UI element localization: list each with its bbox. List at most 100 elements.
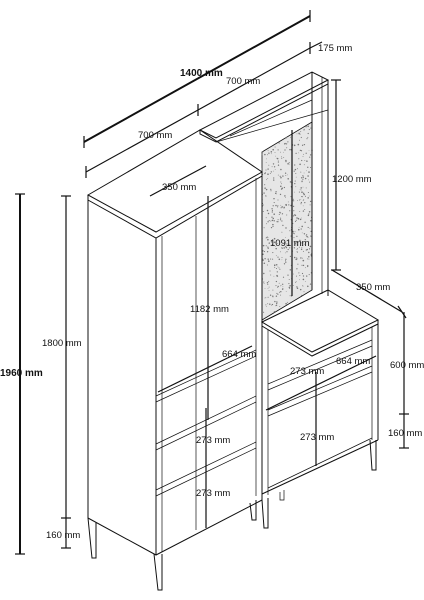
mirror-speckle [277, 219, 279, 221]
mirror-speckle [292, 230, 294, 233]
label-total-width: 1400 mm [180, 68, 223, 79]
mirror-speckle [303, 153, 305, 155]
mirror-speckle [300, 187, 302, 189]
mirror-speckle [279, 211, 281, 214]
mirror-speckle [302, 278, 305, 281]
mirror-speckle [262, 151, 264, 153]
mirror-speckle [263, 281, 265, 282]
mirror-speckle [295, 275, 298, 277]
label-right-depth: 350 mm [356, 282, 390, 293]
mirror-speckle [280, 204, 282, 206]
mirror-speckle [265, 188, 268, 191]
mirror-speckle [295, 243, 297, 245]
mirror-speckle [289, 230, 291, 232]
mirror-speckle [286, 143, 288, 145]
mirror-speckle [296, 252, 298, 254]
mirror-speckle [296, 244, 298, 246]
mirror-speckle [274, 169, 276, 170]
mirror-speckle [277, 286, 278, 288]
mirror-speckle [272, 205, 274, 207]
mirror-speckle [283, 186, 286, 189]
mirror-speckle [300, 133, 301, 135]
mirror-speckle [300, 257, 302, 259]
mirror-speckle [267, 246, 269, 248]
mirror-speckle [307, 236, 309, 238]
mirror-speckle [280, 168, 282, 171]
mirror-speckle [278, 267, 280, 269]
mirror-speckle [280, 181, 282, 183]
mirror-speckle [293, 170, 295, 172]
mirror-speckle [281, 157, 283, 159]
mirror-speckle [299, 163, 301, 166]
mirror-speckle [275, 267, 278, 270]
mirror-speckle [278, 142, 280, 144]
mirror-speckle [272, 223, 274, 226]
mirror-speckle [298, 228, 300, 231]
mirror-speckle [270, 171, 272, 173]
mirror-speckle [300, 177, 303, 179]
mirror-speckle [274, 151, 276, 153]
mirror-speckle [296, 248, 299, 250]
mirror-speckle [302, 199, 304, 201]
mirror-speckle [267, 247, 269, 249]
mirror-speckle [307, 266, 309, 268]
mirror-speckle [296, 168, 298, 170]
mirror-speckle [296, 258, 298, 260]
mirror-speckle [268, 260, 270, 261]
mirror-speckle [296, 235, 298, 238]
mirror-speckle [281, 247, 283, 248]
mirror-speckle [273, 220, 275, 222]
mirror-speckle [277, 266, 279, 268]
mirror-speckle [296, 286, 298, 288]
mirror-speckle [272, 170, 274, 172]
mirror-speckle [287, 274, 289, 276]
mirror-speckle [276, 274, 278, 277]
mirror-speckle [308, 211, 311, 213]
mirror-speckle [296, 217, 298, 219]
mirror-speckle [270, 274, 272, 276]
mirror-speckle [295, 172, 297, 174]
mirror-speckle [288, 287, 291, 289]
mirror-speckle [265, 304, 267, 306]
label-cabinet-height: 600 mm [390, 360, 424, 371]
mirror-speckle [275, 193, 277, 195]
mirror-speckle [273, 197, 275, 200]
mirror-speckle [294, 168, 297, 171]
mirror-speckle [267, 283, 269, 286]
mirror-speckle [304, 239, 306, 241]
mirror-speckle [293, 241, 295, 243]
mirror-speckle [264, 297, 266, 299]
mirror-speckle [301, 217, 302, 219]
mirror-speckle [297, 218, 300, 220]
mirror-speckle [295, 173, 296, 174]
mirror-speckle [268, 280, 270, 282]
mirror-speckle [284, 149, 286, 151]
mirror-speckle [294, 220, 297, 222]
mirror-speckle [301, 242, 303, 244]
mirror-speckle [262, 250, 264, 252]
mirror-speckle [285, 291, 287, 292]
mirror-speckle [275, 255, 277, 257]
mirror-speckle [308, 226, 310, 228]
mirror-speckle [280, 212, 282, 214]
mirror-speckle [290, 136, 291, 138]
mirror-speckle [305, 249, 307, 251]
mirror-speckle [308, 255, 310, 258]
mirror-speckle [296, 248, 298, 250]
mirror-speckle [300, 131, 302, 133]
mirror-speckle [264, 153, 266, 156]
mirror-speckle [306, 248, 308, 251]
mirror-speckle [307, 132, 309, 135]
mirror-speckle [298, 191, 300, 193]
mirror-speckle [271, 211, 273, 213]
mirror-speckle [310, 127, 312, 129]
mirror-speckle [271, 304, 272, 306]
mirror-speckle [262, 204, 264, 206]
mirror-speckle [300, 150, 303, 152]
mirror-speckle [292, 198, 294, 200]
mirror-speckle [298, 199, 301, 201]
mirror-speckle [287, 248, 289, 251]
mirror-speckle [282, 151, 284, 153]
mirror-speckle [305, 187, 307, 189]
